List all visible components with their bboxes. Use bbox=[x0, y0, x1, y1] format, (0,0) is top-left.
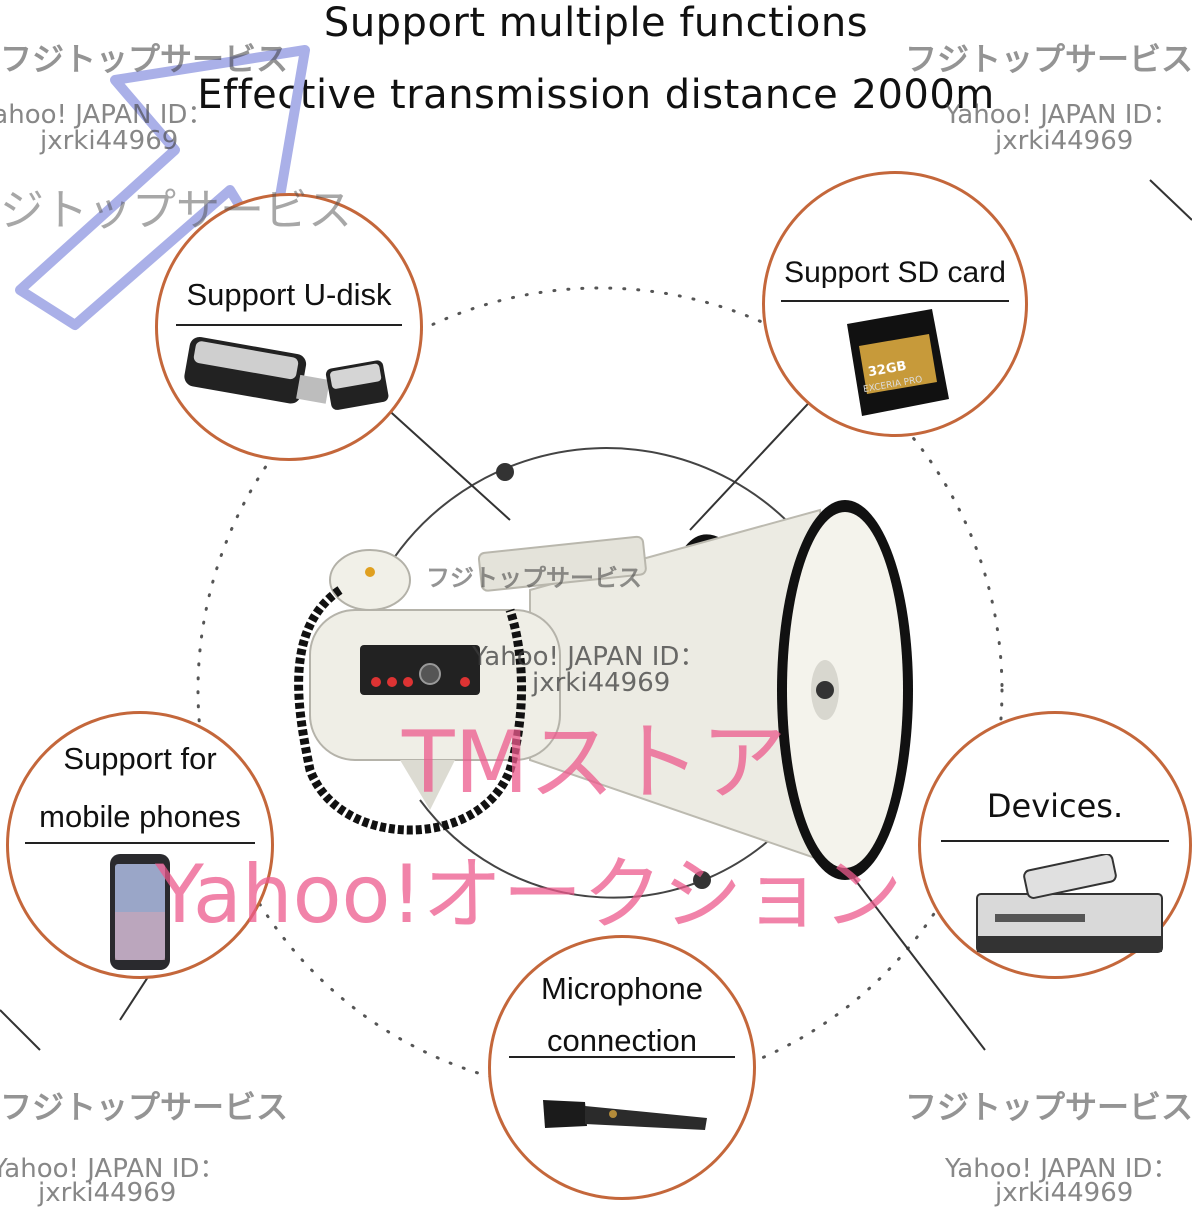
megaphone-icon bbox=[294, 500, 913, 880]
watermark-auction: Yahoo!オークション bbox=[155, 848, 903, 941]
feature-mobile-phones-label-2: mobile phones bbox=[39, 799, 241, 834]
feature-microphone-divider bbox=[509, 1056, 735, 1058]
headline-line-1: Support multiple functions bbox=[323, 0, 869, 46]
feature-microphone: Microphone connection bbox=[488, 935, 756, 1200]
feature-mobile-phones-label-1: Support for bbox=[63, 741, 217, 776]
watermark-shop-bottom-left: フジトップサービス bbox=[0, 1088, 289, 1126]
watermark-id-label-top-right: Yahoo! JAPAN ID： bbox=[945, 100, 1179, 130]
feature-sd-card-divider bbox=[781, 300, 1009, 302]
watermark-id-label-bottom-right: Yahoo! JAPAN ID： bbox=[945, 1154, 1179, 1184]
watermark-id-value-center: jxrki44969 bbox=[532, 668, 671, 698]
usb-drive-icon bbox=[184, 336, 389, 410]
watermark-shop-bottom-right: フジトップサービス bbox=[905, 1088, 1192, 1126]
headline-line-2: Effective transmission distance 2000m bbox=[197, 72, 995, 118]
watermark-shop-top-right: フジトップサービス bbox=[905, 40, 1192, 78]
feature-sd-card-label: Support SD card bbox=[784, 256, 1006, 289]
feature-sd-card: Support SD card 32GB EXCERIA PRO bbox=[762, 171, 1028, 437]
watermark-id-label-top-left: Yahoo! JAPAN ID： bbox=[0, 100, 214, 130]
feature-mobile-phones-divider bbox=[25, 842, 255, 844]
feature-mobile-phones: Support for mobile phones bbox=[6, 711, 274, 979]
feature-devices-label: Devices. bbox=[986, 787, 1124, 825]
smartphone-icon bbox=[110, 854, 170, 970]
feature-usb-disk-label: Support U-disk bbox=[186, 277, 392, 312]
feature-devices-divider bbox=[941, 840, 1169, 842]
watermark-shop-large: ジトップサービス bbox=[0, 185, 352, 236]
feature-usb-disk-divider bbox=[176, 324, 402, 326]
feature-usb-disk: Support U-disk bbox=[155, 193, 423, 461]
watermark-shop-center: フジトップサービス bbox=[426, 564, 642, 592]
dvd-player-icon bbox=[976, 854, 1163, 953]
watermark-id-label-center: Yahoo! JAPAN ID： bbox=[472, 642, 706, 672]
watermark-id-value-bottom-right: jxrki44969 bbox=[995, 1178, 1134, 1208]
watermark-id-value-top-right: jxrki44969 bbox=[995, 126, 1134, 156]
blue-arrow-logo-icon bbox=[15, 45, 310, 330]
watermark-id-label-bottom-left: Yahoo! JAPAN ID： bbox=[0, 1154, 226, 1184]
watermark-store: TMストア bbox=[402, 713, 787, 813]
feature-microphone-label-2: connection bbox=[547, 1023, 697, 1058]
microphone-icon bbox=[543, 1100, 707, 1130]
watermark-id-value-bottom-left: jxrki44969 bbox=[38, 1178, 177, 1208]
watermark-id-value-top-left: jxrki44969 bbox=[40, 126, 179, 156]
sd-card-icon bbox=[847, 309, 949, 416]
watermark-shop-top-left: フジトップサービス bbox=[0, 40, 289, 78]
feature-microphone-label-1: Microphone bbox=[541, 971, 703, 1006]
feature-devices: Devices. bbox=[918, 711, 1192, 979]
